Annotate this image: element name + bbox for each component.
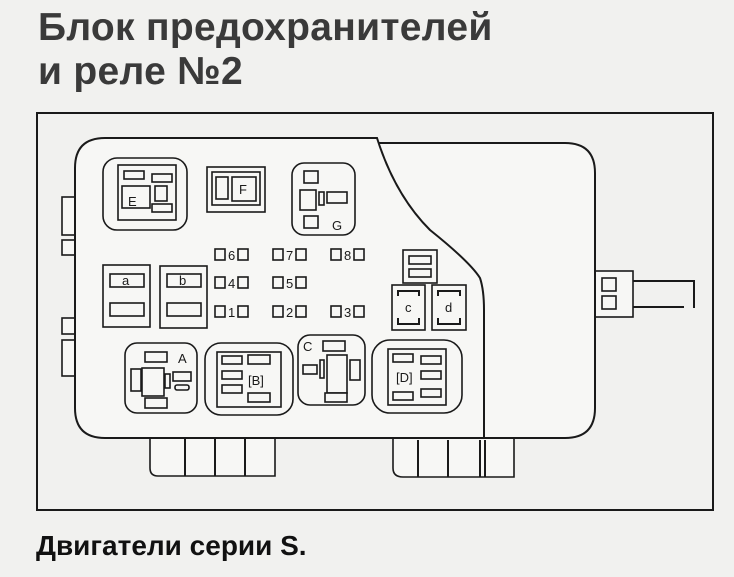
fuse-row-bottom: 1 2 3 — [214, 305, 365, 320]
fuse-4[interactable]: 4 — [214, 276, 249, 291]
relay-label-F: F — [239, 182, 247, 197]
svg-text:b: b — [179, 273, 186, 288]
relay-label-G: G — [332, 218, 342, 233]
fuse-block-c[interactable]: c — [391, 284, 426, 331]
fuse-2[interactable]: 2 — [272, 305, 307, 320]
fuse-row-top: 6 7 8 — [214, 248, 365, 263]
relay-label-C: C — [303, 339, 312, 354]
svg-text:7: 7 — [286, 248, 293, 263]
fuse-7[interactable]: 7 — [272, 248, 307, 263]
relay-E[interactable]: E — [102, 157, 188, 231]
svg-text:3: 3 — [344, 305, 351, 320]
relay-D[interactable]: [D] — [371, 339, 463, 414]
fuse-block-a[interactable]: a — [102, 264, 151, 328]
relay-A[interactable]: A — [124, 342, 198, 414]
relay-F[interactable]: F — [206, 166, 266, 213]
fuse-5[interactable]: 5 — [272, 276, 307, 291]
relay-C[interactable]: C — [297, 334, 366, 406]
svg-text:6: 6 — [228, 248, 235, 263]
svg-text:8: 8 — [344, 248, 351, 263]
bottom-connector-right — [392, 436, 515, 478]
relay-B[interactable]: [B] — [204, 342, 294, 416]
fuse-row-middle: 4 5 — [214, 276, 307, 291]
fuse-block-b[interactable]: b — [159, 265, 208, 329]
title-line-1: Блок предохранителей — [38, 6, 493, 49]
fuse-8[interactable]: 8 — [330, 248, 365, 263]
relay-label-D: [D] — [396, 370, 413, 385]
relay-G[interactable]: G — [291, 162, 356, 236]
svg-text:a: a — [122, 273, 130, 288]
fuse-block-d[interactable]: d — [431, 284, 467, 331]
svg-text:1: 1 — [228, 305, 235, 320]
relay-label-E: E — [128, 194, 137, 209]
fuse-3[interactable]: 3 — [330, 305, 365, 320]
svg-text:4: 4 — [228, 276, 235, 291]
svg-text:2: 2 — [286, 305, 293, 320]
relay-label-A: A — [178, 351, 187, 366]
left-side-tabs — [61, 196, 76, 377]
svg-text:c: c — [405, 300, 412, 315]
fuse-6[interactable]: 6 — [214, 248, 249, 263]
fuse-1[interactable]: 1 — [214, 305, 249, 320]
svg-text:5: 5 — [286, 276, 293, 291]
diagram-frame — [36, 112, 714, 511]
svg-text:d: d — [445, 300, 452, 315]
title-line-2: и реле №2 — [38, 50, 243, 93]
relay-label-B: [B] — [248, 373, 264, 388]
small-fuse-holder[interactable] — [402, 249, 438, 284]
side-connector-right — [594, 270, 695, 318]
bottom-connector-left — [149, 432, 276, 477]
caption-engine-series: Двигатели серии S. — [36, 530, 307, 561]
